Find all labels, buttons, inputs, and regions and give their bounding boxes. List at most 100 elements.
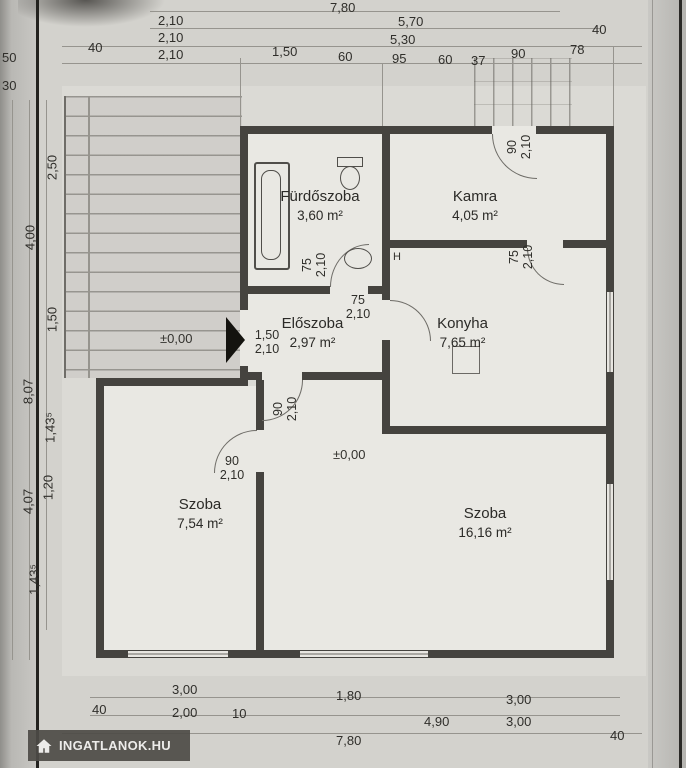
door-label-pantry-exterior: 90 2,10 — [505, 125, 533, 169]
wall-bath-hall-b — [368, 286, 382, 294]
wall-hall-lower-a — [248, 372, 262, 380]
dim-line — [150, 28, 600, 29]
window-room-large — [300, 651, 428, 657]
wall-bath-kitchen-b — [382, 340, 390, 378]
room-name: Szoba — [178, 496, 222, 513]
window-kitchen — [607, 292, 613, 372]
wall-room-divider-a — [256, 380, 264, 430]
dim-bottom-2: 1,80 — [336, 688, 362, 703]
terrace-hatch — [64, 96, 242, 378]
scan-right-faint-line — [652, 0, 653, 768]
bathtub-icon — [254, 162, 290, 270]
kitchen-symbol: H — [393, 251, 401, 263]
dim-top-14: 90 — [511, 46, 526, 61]
dim-bottom-7: 4,90 — [424, 714, 450, 729]
dim-bottom-10: 40 — [610, 728, 625, 743]
room-area: 7,65 m² — [439, 335, 486, 350]
dim-top-5: 5,30 — [390, 32, 416, 47]
window-room-small — [128, 651, 228, 657]
dim-line — [150, 11, 560, 12]
door-label-bathroom: 75 2,10 — [300, 243, 328, 287]
wall-step — [96, 378, 248, 386]
dim-left-8: 1,43⁵ — [26, 564, 42, 595]
dim-left-1: 2,50 — [44, 154, 60, 181]
dim-line — [90, 715, 620, 716]
dim-line — [46, 100, 47, 630]
toilet-bowl-icon — [340, 166, 360, 190]
bathtub-inner-icon — [261, 170, 281, 260]
door-label-hall-kitchen: 75 2,10 — [338, 293, 378, 321]
dim-line — [29, 100, 30, 660]
room-name: Előszoba — [281, 315, 344, 332]
door-height: 2,10 — [285, 396, 299, 422]
dim-left-edge-1: 50 — [2, 50, 17, 65]
door-height: 2,10 — [219, 468, 245, 482]
scan-smudge — [18, 0, 168, 28]
door-label-pantry-kitchen: 75 2,10 — [507, 235, 535, 279]
room-floor-room-large — [264, 434, 606, 650]
room-floor-hall — [248, 294, 382, 372]
door-gap-pantry-kitchen — [527, 240, 563, 248]
dim-bottom-5: 2,00 — [172, 705, 198, 720]
room-name: Fürdőszoba — [280, 188, 360, 205]
wall-bath-kitchen-a — [382, 134, 390, 300]
door-width: 1,50 — [254, 328, 280, 342]
wall-room-divider-b — [256, 472, 264, 650]
door-gap-rooms — [256, 430, 264, 472]
door-width: 75 — [300, 258, 314, 272]
dim-top-12: 60 — [438, 52, 453, 67]
extension-line — [240, 58, 241, 126]
dim-top-1: 7,80 — [330, 0, 356, 15]
wall-hall-lower-b — [302, 372, 382, 380]
wall-connector — [382, 372, 390, 434]
dim-top-7: 40 — [88, 40, 103, 55]
dim-left-5: 1,43⁵ — [42, 412, 58, 443]
room-area: 4,05 m² — [452, 208, 498, 223]
door-gap-hall-lower — [262, 372, 302, 380]
extension-line — [613, 46, 614, 126]
wall-top-right-segment — [536, 126, 614, 134]
dim-top-10: 60 — [338, 49, 353, 64]
extension-line — [382, 63, 383, 134]
level-marker-terrace: ±0,00 — [160, 331, 193, 346]
door-height: 2,10 — [345, 307, 371, 321]
room-label-hall: Előszoba 2,97 m² — [250, 315, 375, 350]
dim-left-edge-2: 30 — [2, 78, 17, 93]
house-icon — [35, 737, 53, 755]
terrace-edge-line — [88, 96, 90, 378]
room-area: 3,60 m² — [297, 208, 343, 223]
dim-top-8: 2,10 — [158, 47, 184, 62]
dim-bottom-9: 7,80 — [336, 733, 362, 748]
dim-left-6: 1,20 — [40, 474, 56, 501]
door-height: 2,10 — [519, 134, 533, 160]
entry-steps-hatch — [474, 58, 572, 128]
wall-top-left-segment — [240, 126, 492, 134]
wall-bath-hall-a — [248, 286, 330, 294]
wall-left-upper-b — [240, 366, 248, 378]
room-label-pantry: Kamra 4,05 m² — [415, 188, 535, 223]
dim-left-4: 8,07 — [20, 378, 36, 405]
room-label-room-small: Szoba 7,54 m² — [140, 496, 260, 531]
scan-right-fold-line — [679, 0, 682, 768]
dim-top-13: 37 — [471, 53, 486, 68]
door-height: 2,10 — [254, 342, 280, 356]
room-label-kitchen: Konyha 7,65 m² — [400, 315, 525, 350]
dim-line — [62, 63, 642, 64]
dim-top-4: 2,10 — [158, 30, 184, 45]
kitchen-counter-icon — [452, 346, 480, 374]
dim-bottom-1: 3,00 — [172, 682, 198, 697]
dim-left-7: 4,07 — [20, 488, 36, 515]
dim-bottom-4: 40 — [92, 702, 107, 717]
dim-line — [90, 697, 620, 698]
room-area: 7,54 m² — [177, 516, 223, 531]
room-label-room-large: Szoba 16,16 m² — [420, 505, 550, 540]
door-width: 90 — [505, 140, 519, 154]
dim-top-6: 40 — [592, 22, 607, 37]
wall-left-upper-a — [240, 126, 248, 310]
room-area: 2,97 m² — [289, 335, 336, 350]
wall-right — [606, 126, 614, 658]
dim-top-2: 2,10 — [158, 13, 184, 28]
scan-left-band — [0, 0, 38, 768]
watermark: INGATLANOK.HU — [28, 730, 190, 761]
